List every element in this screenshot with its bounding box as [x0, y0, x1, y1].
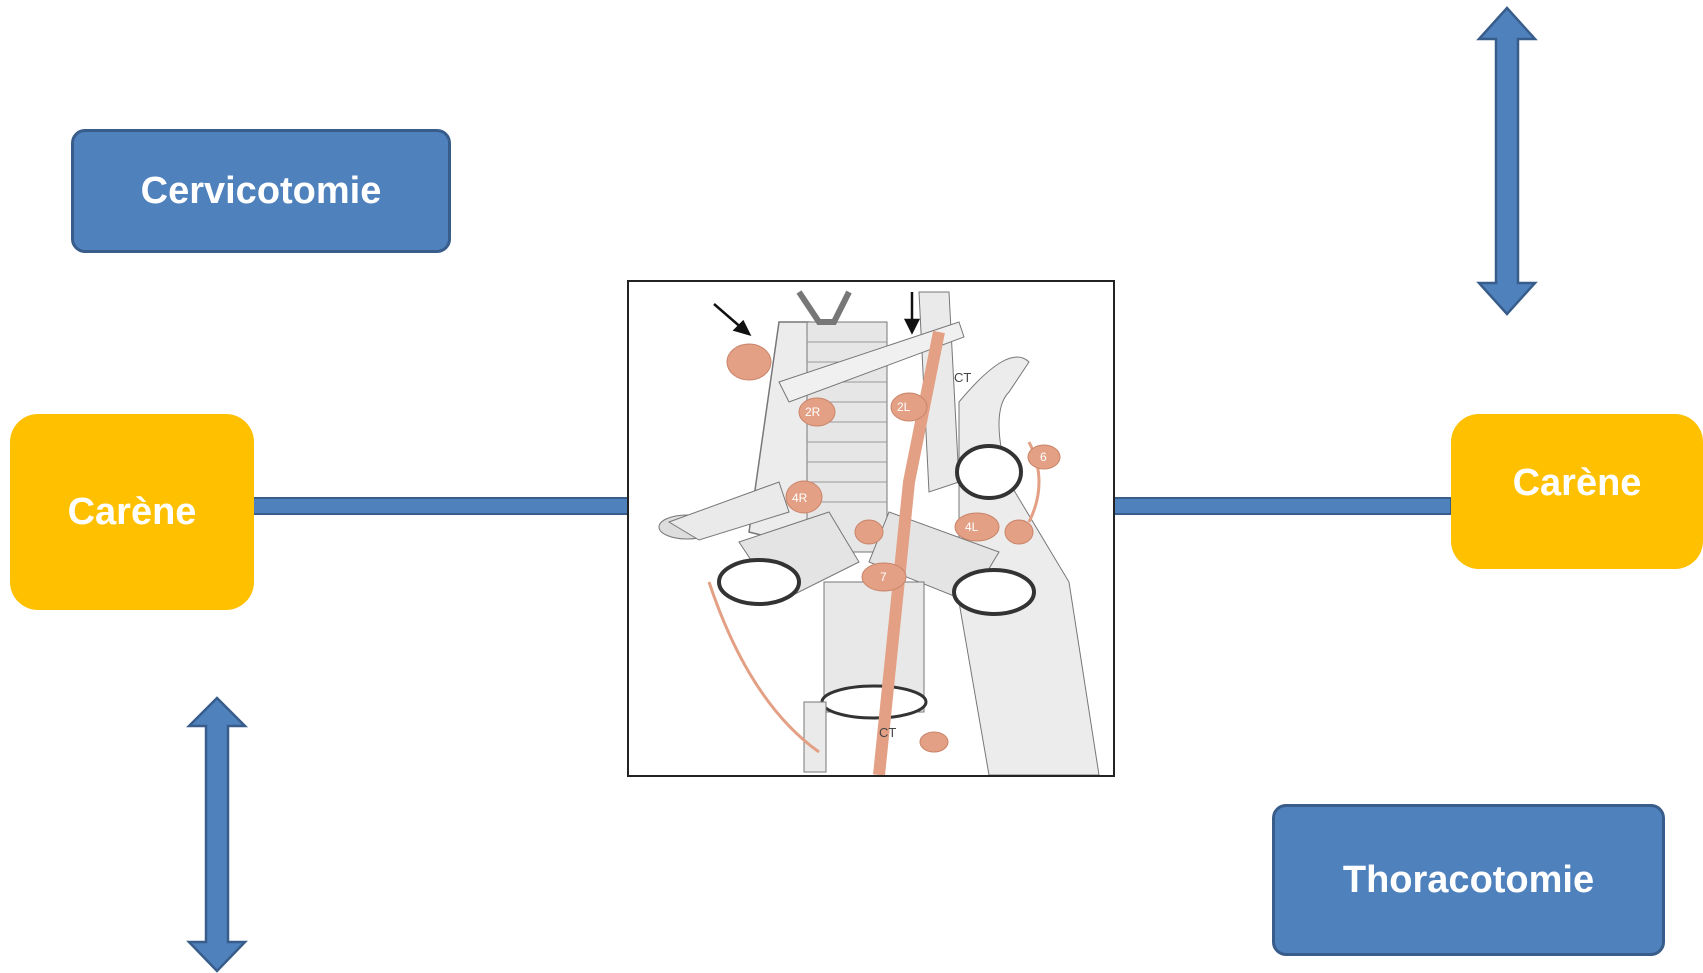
- carene-left-box: Carène: [10, 414, 254, 610]
- double-arrow-lower-left-icon: [186, 696, 248, 973]
- thoracotomie-label: Thoracotomie: [1343, 859, 1594, 902]
- thoracotomie-box: Thoracotomie: [1272, 804, 1665, 956]
- node-label-2l: 2L: [897, 400, 911, 414]
- ct-label-bottom: CT: [879, 725, 896, 740]
- node-label-2r: 2R: [805, 405, 821, 419]
- node-label-4l: 4L: [965, 520, 979, 534]
- carene-right-label: Carène: [1513, 462, 1642, 505]
- double-arrow-upper-right-icon: [1476, 6, 1538, 316]
- cervicotomie-box: Cervicotomie: [71, 129, 451, 253]
- node-label-7: 7: [880, 570, 887, 584]
- cervicotomie-label: Cervicotomie: [141, 170, 382, 213]
- carene-left-label: Carène: [68, 491, 197, 534]
- anatomy-illustration: 2R 2L 4R 4L 6 7 CT CT: [629, 282, 1113, 775]
- ct-label-top: CT: [954, 370, 971, 385]
- node-label-4r: 4R: [792, 491, 808, 505]
- mediastinal-lymph-node-figure: 2R 2L 4R 4L 6 7 CT CT: [627, 280, 1115, 777]
- node-label-6: 6: [1040, 450, 1047, 464]
- carene-right-box: Carène: [1451, 414, 1703, 569]
